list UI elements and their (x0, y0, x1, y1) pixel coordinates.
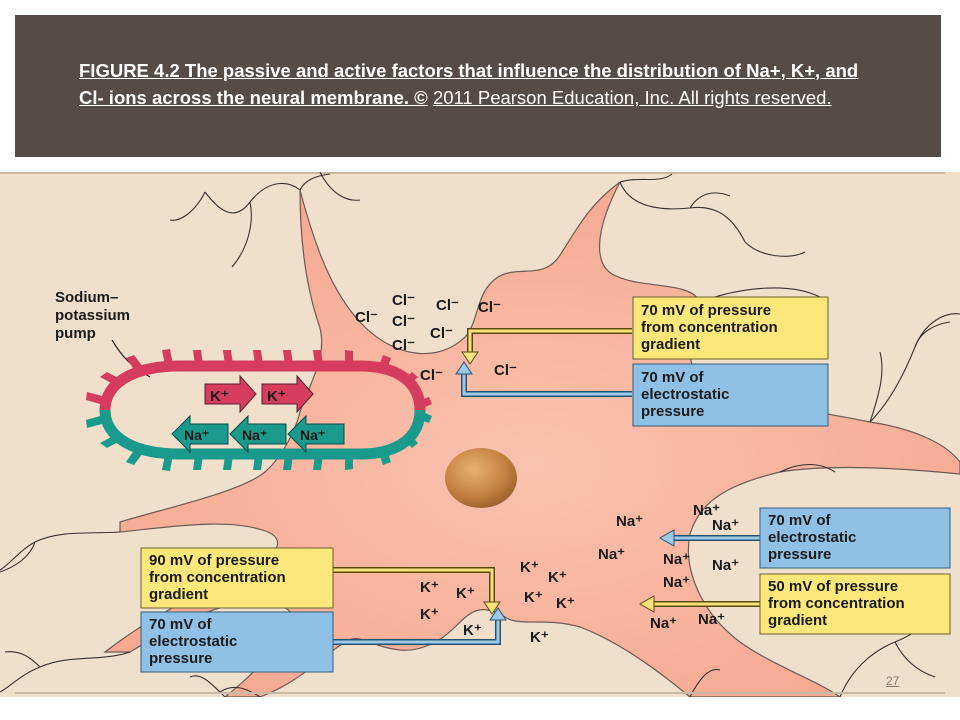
svg-text:from concentration: from concentration (149, 569, 286, 586)
na-arrows (638, 529, 760, 613)
caption-period: . (826, 87, 832, 108)
svg-text:K⁺: K⁺ (520, 559, 539, 576)
svg-text:K⁺: K⁺ (556, 595, 575, 612)
svg-text:50 mV of pressure: 50 mV of pressure (768, 578, 898, 595)
svg-text:pressure: pressure (149, 650, 212, 667)
nucleus (445, 448, 517, 508)
svg-text:90 mV of pressure: 90 mV of pressure (149, 552, 279, 569)
pump-na-arrow-3: Na⁺ (287, 414, 345, 454)
pump-k-arrow-2: K⁺ (261, 374, 314, 414)
svg-text:Na⁺: Na⁺ (712, 557, 739, 574)
svg-text:Na⁺: Na⁺ (712, 517, 739, 534)
potassium-ions: K⁺ K⁺ K⁺ K⁺ K⁺ K⁺ K⁺ K⁺ K⁺ (420, 559, 575, 646)
svg-text:pump: pump (55, 325, 96, 342)
svg-text:K⁺: K⁺ (267, 388, 286, 405)
svg-text:gradient: gradient (768, 612, 827, 629)
svg-text:K⁺: K⁺ (420, 579, 439, 596)
svg-text:Sodium–: Sodium– (55, 289, 118, 306)
svg-text:70 mV of: 70 mV of (149, 616, 213, 633)
svg-text:Cl⁻: Cl⁻ (430, 325, 453, 342)
k-concentration-box: 90 mV of pressure from concentration gra… (140, 547, 334, 609)
svg-text:Na⁺: Na⁺ (663, 551, 690, 568)
caption-bold: FIGURE 4.2 The passive and active factor… (79, 60, 859, 108)
svg-text:pressure: pressure (768, 546, 831, 563)
cl-concentration-box: 70 mV of pressure from concentration gra… (632, 296, 829, 360)
title-banner: FIGURE 4.2 The passive and active factor… (15, 15, 941, 157)
caption-copyright: 2011 Pearson Education, Inc. All rights … (432, 87, 827, 108)
svg-text:electrostatic: electrostatic (149, 633, 237, 650)
svg-text:K⁺: K⁺ (530, 629, 549, 646)
svg-text:Na⁺: Na⁺ (663, 574, 690, 591)
svg-text:Na⁺: Na⁺ (184, 427, 209, 443)
svg-text:Cl⁻: Cl⁻ (494, 362, 517, 379)
svg-text:Na⁺: Na⁺ (693, 502, 720, 519)
svg-text:Na⁺: Na⁺ (300, 427, 325, 443)
svg-text:potassium: potassium (55, 307, 130, 324)
k-electrostatic-box: 70 mV of electrostatic pressure (140, 611, 334, 673)
svg-text:Cl⁻: Cl⁻ (392, 292, 415, 309)
na-electrostatic-box: 70 mV of electrostatic pressure (759, 507, 951, 569)
svg-text:gradient: gradient (641, 336, 700, 353)
cl-channel-arrows (455, 328, 632, 397)
svg-text:from concentration: from concentration (641, 319, 778, 336)
svg-text:K⁺: K⁺ (463, 622, 482, 639)
svg-text:from concentration: from concentration (768, 595, 905, 612)
svg-text:Cl⁻: Cl⁻ (392, 313, 415, 330)
svg-text:electrostatic: electrostatic (641, 386, 729, 403)
svg-text:70 mV of: 70 mV of (768, 512, 832, 529)
page-number[interactable]: 27 (886, 674, 900, 688)
svg-text:electrostatic: electrostatic (768, 529, 856, 546)
dendrite-lines (0, 172, 960, 697)
svg-text:Na⁺: Na⁺ (598, 546, 625, 563)
svg-text:Cl⁻: Cl⁻ (392, 337, 415, 354)
sodium-potassium-pump: K⁺ K⁺ Na⁺ Na⁺ Na⁺ (86, 349, 432, 471)
svg-text:Cl⁻: Cl⁻ (420, 367, 443, 384)
sodium-ions: Na⁺ Na⁺ Na⁺ Na⁺ Na⁺ Na⁺ Na⁺ Na⁺ Na⁺ (598, 502, 739, 632)
svg-text:pressure: pressure (641, 403, 704, 420)
svg-text:Cl⁻: Cl⁻ (478, 299, 501, 316)
svg-text:Na⁺: Na⁺ (698, 611, 725, 628)
k-channel-arrows (333, 567, 507, 645)
svg-text:gradient: gradient (149, 586, 208, 603)
svg-text:Na⁺: Na⁺ (242, 427, 267, 443)
svg-text:Cl⁻: Cl⁻ (355, 309, 378, 326)
svg-text:K⁺: K⁺ (548, 569, 567, 586)
svg-text:K⁺: K⁺ (210, 388, 229, 405)
pump-label: Sodium– potassium pump (55, 289, 130, 342)
neuron-figure: Sodium– potassium pump (0, 172, 960, 697)
chloride-ions: Cl⁻ Cl⁻ Cl⁻ Cl⁻ Cl⁻ Cl⁻ Cl⁻ Cl⁻ Cl⁻ (355, 292, 517, 384)
svg-text:Na⁺: Na⁺ (650, 615, 677, 632)
pump-na-arrow-1: Na⁺ (171, 414, 229, 454)
figure-caption[interactable]: FIGURE 4.2 The passive and active factor… (79, 57, 879, 111)
svg-text:K⁺: K⁺ (524, 589, 543, 606)
svg-text:70 mV of: 70 mV of (641, 369, 705, 386)
cl-electrostatic-box: 70 mV of electrostatic pressure (632, 363, 829, 427)
pump-na-arrow-2: Na⁺ (229, 414, 287, 454)
svg-text:Na⁺: Na⁺ (616, 513, 643, 530)
svg-text:K⁺: K⁺ (456, 585, 475, 602)
na-concentration-box: 50 mV of pressure from concentration gra… (759, 573, 951, 635)
svg-text:K⁺: K⁺ (420, 606, 439, 623)
svg-text:70 mV of pressure: 70 mV of pressure (641, 302, 771, 319)
pump-k-arrow-1: K⁺ (204, 374, 257, 414)
svg-text:Cl⁻: Cl⁻ (436, 297, 459, 314)
